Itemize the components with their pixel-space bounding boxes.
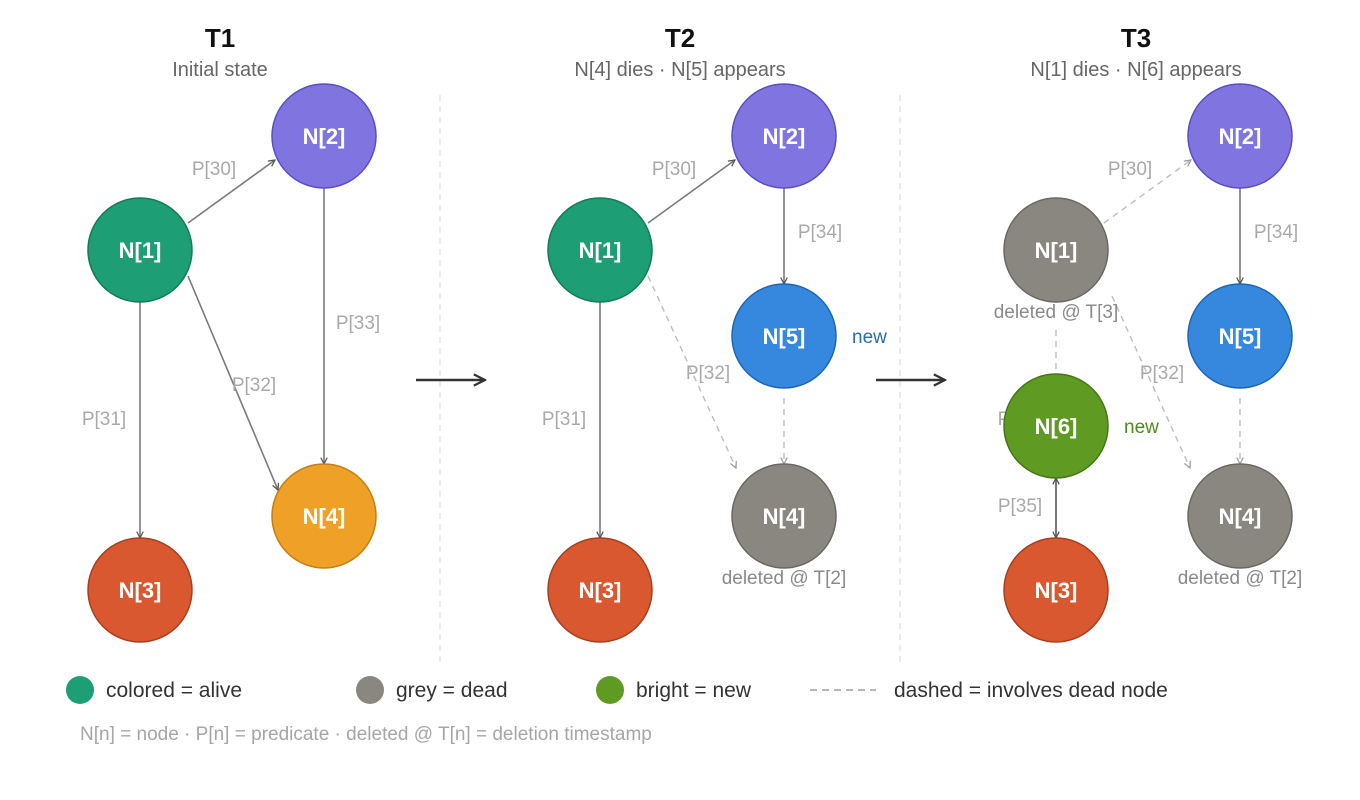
node-label: N[5] [763,324,806,349]
node-label: N[2] [1219,124,1262,149]
legend-swatch-dead [356,676,384,704]
new-badge: new [1124,417,1159,438]
deleted-label: deleted @ T[2] [1178,568,1303,589]
node-circle [87,197,193,303]
node-circle [1003,537,1109,643]
node: N[3] [1003,537,1109,643]
node: N[1] [547,197,653,303]
node: N[1] [87,197,193,303]
panel-t1: T1 Initial state P[30] P[31] P[32] P[33]… [82,23,380,643]
new-badge: new [852,327,887,348]
node: N[3] [547,537,653,643]
node: N[6] [1003,373,1109,479]
edge-label: P[30] [192,159,236,180]
node-circle [1003,373,1109,479]
legend-label: bright = new [636,679,752,702]
panel-title: T3 [1121,23,1151,53]
node: N[1] [1003,197,1109,303]
node: N[4] [1187,463,1293,569]
footnote: N[n] = node · P[n] = predicate · deleted… [80,724,652,745]
node-circle [271,83,377,189]
node-label: N[3] [119,578,162,603]
legend-label: dashed = involves dead node [894,679,1168,702]
edge-n1-n2-dashed [1103,160,1191,224]
node-circle [1187,83,1293,189]
panel-title: T2 [665,23,695,53]
edge-label: P[35] [998,496,1042,517]
node-circle [1187,283,1293,389]
panel-subtitle: Initial state [172,59,268,81]
legend-label: grey = dead [396,679,508,702]
node-label: N[5] [1219,324,1262,349]
edge-label: P[34] [1254,222,1298,243]
node-circle [87,537,193,643]
legend-item-dead: grey = dead [356,676,508,704]
node-label: N[1] [1035,238,1078,263]
node-circle [731,83,837,189]
panel-subtitle: N[4] dies · N[5] appears [574,59,785,81]
node-circle [731,283,837,389]
edge-n1-n4 [187,275,278,490]
node-circle [731,463,837,569]
node: N[3] [87,537,193,643]
panel-t2: T2 N[4] dies · N[5] appears P[30] P[31] … [542,23,887,643]
legend-label: colored = alive [106,679,242,702]
node: N[2] [731,83,837,189]
node: N[5] [731,283,837,389]
deleted-label: deleted @ T[3] [994,302,1119,323]
edge-n1-n2 [647,160,735,224]
legend-swatch-alive [66,676,94,704]
edge-n1-n4-dashed [647,275,736,468]
node-label: N[1] [119,238,162,263]
node-label: N[2] [303,124,346,149]
edge-label: P[33] [336,313,380,334]
legend-item-new: bright = new [596,676,752,704]
node-label: N[1] [579,238,622,263]
node-label: N[2] [763,124,806,149]
node-label: N[6] [1035,414,1078,439]
edge-label: P[34] [798,222,842,243]
panel-title: T1 [205,23,235,53]
node-circle [1003,197,1109,303]
edge-label: P[32] [1140,363,1184,384]
panel-subtitle: N[1] dies · N[6] appears [1030,59,1241,81]
edge-label: P[30] [652,159,696,180]
node-label: N[4] [1219,504,1262,529]
node-circle [1187,463,1293,569]
node-label: N[3] [1035,578,1078,603]
node-label: N[4] [303,504,346,529]
node: N[2] [1187,83,1293,189]
panel-t3: T3 N[1] dies · N[6] appears P[30] P[34] … [994,23,1303,643]
edge-label: P[30] [1108,159,1152,180]
legend-item-alive: colored = alive [66,676,242,704]
node: N[2] [271,83,377,189]
node-circle [547,537,653,643]
edge-n1-n2 [187,160,275,224]
node: N[5] [1187,283,1293,389]
edge-label: P[32] [232,375,276,396]
node: N[4] [731,463,837,569]
node-label: N[3] [579,578,622,603]
node-label: N[4] [763,504,806,529]
node-circle [271,463,377,569]
legend-swatch-new [596,676,624,704]
node-circle [547,197,653,303]
legend-item-dashed: dashed = involves dead node [810,679,1168,702]
deleted-label: deleted @ T[2] [722,568,847,589]
edge-label: P[32] [686,363,730,384]
edge-label: P[31] [542,409,586,430]
edge-label: P[31] [82,409,126,430]
node: N[4] [271,463,377,569]
legend: colored = alive grey = dead bright = new… [66,676,1168,704]
edge-n1-n4-dashed [1111,295,1190,468]
